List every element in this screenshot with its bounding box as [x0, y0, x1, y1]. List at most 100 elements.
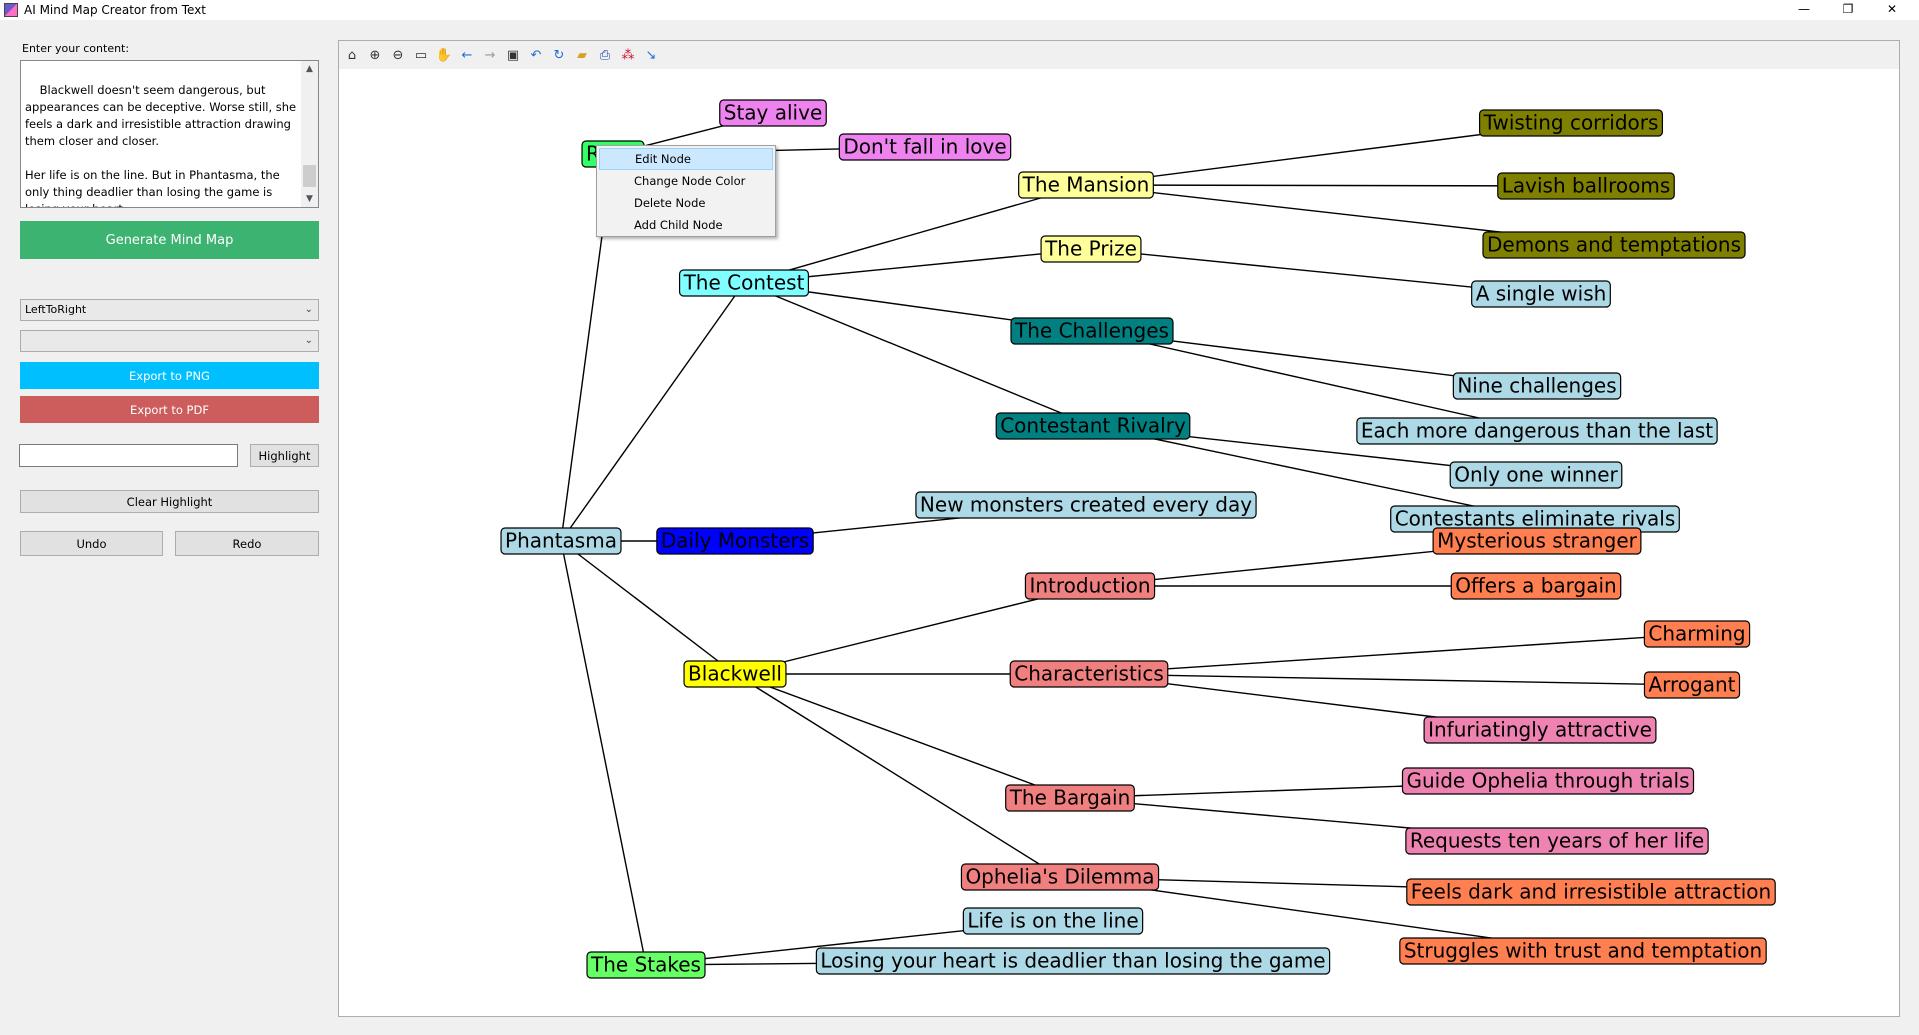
highlight-input[interactable]	[19, 444, 238, 467]
edge-contest-rivalry	[743, 282, 1094, 427]
close-icon[interactable]: ✕	[1886, 2, 1898, 16]
layout-icon[interactable]: ⁂	[621, 47, 635, 63]
node-infuriating[interactable]: Infuriatingly attractive	[1423, 716, 1657, 744]
node-box	[1432, 527, 1642, 555]
node-box	[1449, 461, 1623, 489]
node-label: The Contest	[683, 271, 805, 295]
open-folder-icon[interactable]: ▰	[577, 47, 587, 63]
zoom-out-icon[interactable]: ⊖	[392, 47, 404, 63]
node-characteristics[interactable]: Characteristics	[1009, 660, 1169, 688]
minimize-icon[interactable]: —	[1798, 2, 1810, 16]
pan-icon[interactable]: ✋	[435, 47, 453, 63]
edge-phantasma-blackwell	[560, 540, 736, 675]
context-menu-edit-node[interactable]: Edit Node	[599, 148, 773, 170]
node-label: Feels dark and irresistible attraction	[1411, 880, 1771, 904]
node-phantasma[interactable]: Phantasma	[500, 527, 622, 555]
node-prize[interactable]: The Prize	[1040, 235, 1142, 263]
back-icon[interactable]: ←	[461, 47, 473, 63]
forward-icon[interactable]: →	[484, 47, 496, 63]
node-box	[1405, 827, 1709, 855]
content-textarea[interactable]: Blackwell doesn't seem dangerous, but ap…	[20, 60, 319, 208]
node-nine[interactable]: Nine challenges	[1452, 372, 1622, 400]
node-box	[1010, 317, 1174, 345]
node-stakes[interactable]: The Stakes	[586, 951, 706, 979]
node-ballrooms[interactable]: Lavish ballrooms	[1497, 172, 1675, 200]
node-bargain[interactable]: The Bargain	[1005, 784, 1135, 812]
node-life_line[interactable]: Life is on the line	[962, 907, 1144, 935]
node-label: Introduction	[1029, 574, 1150, 598]
node-feels_dark[interactable]: Feels dark and irresistible attraction	[1406, 878, 1776, 906]
node-one_winner[interactable]: Only one winner	[1449, 461, 1623, 489]
export-png-button[interactable]: Export to PNG	[20, 362, 319, 389]
maximize-icon[interactable]: ❐	[1842, 2, 1854, 16]
home-icon[interactable]: ⌂	[347, 47, 357, 63]
node-demons[interactable]: Demons and temptations	[1482, 231, 1746, 259]
scroll-down-icon[interactable]: ▼	[306, 194, 313, 204]
node-charming[interactable]: Charming	[1643, 620, 1751, 648]
edge-phantasma-contest	[560, 282, 745, 542]
node-stranger[interactable]: Mysterious stranger	[1432, 527, 1642, 555]
undo-view-icon[interactable]: ↶	[530, 47, 542, 63]
save-icon[interactable]: ▣	[506, 47, 520, 63]
zoom-rect-icon[interactable]: ▭	[414, 47, 428, 63]
node-bargain_offer[interactable]: Offers a bargain	[1450, 572, 1622, 600]
node-label: Contestants eliminate rivals	[1395, 507, 1676, 531]
node-twisting[interactable]: Twisting corridors	[1478, 109, 1664, 137]
node-label: Blackwell	[688, 662, 782, 686]
highlight-button[interactable]: Highlight	[250, 444, 319, 467]
node-new_monsters[interactable]: New monsters created every day	[915, 491, 1257, 519]
edge-contest-mansion	[743, 184, 1087, 284]
node-wish[interactable]: A single wish	[1471, 280, 1611, 308]
node-label: Requests ten years of her life	[1410, 829, 1704, 853]
undo-button[interactable]: Undo	[20, 531, 163, 556]
node-ten_years[interactable]: Requests ten years of her life	[1405, 827, 1709, 855]
node-guide[interactable]: Guide Ophelia through trials	[1401, 767, 1695, 795]
node-label: Demons and temptations	[1487, 233, 1741, 257]
print-icon[interactable]: ⎙	[599, 47, 611, 63]
node-box	[1452, 372, 1622, 400]
node-label: Contestant Rivalry	[1000, 414, 1186, 438]
node-rivalry[interactable]: Contestant Rivalry	[995, 412, 1191, 440]
node-daily[interactable]: Daily Monsters	[656, 527, 814, 555]
context-menu-delete-node[interactable]: Delete Node	[634, 196, 706, 210]
node-eliminate[interactable]: Contestants eliminate rivals	[1390, 505, 1680, 533]
node-challenges[interactable]: The Challenges	[1010, 317, 1174, 345]
pointer-icon[interactable]: ↘	[645, 47, 657, 63]
node-dont_fall[interactable]: Don't fall in love	[838, 133, 1012, 161]
scroll-thumb[interactable]	[303, 165, 316, 187]
node-box	[683, 660, 787, 688]
scroll-up-icon[interactable]: ▲	[306, 64, 313, 74]
context-menu-change-color[interactable]: Change Node Color	[634, 174, 746, 188]
chevron-down-icon: ⌄	[304, 335, 313, 346]
context-menu-add-child[interactable]: Add Child Node	[634, 218, 723, 232]
secondary-select[interactable]: ⌄	[20, 330, 319, 352]
textarea-scrollbar[interactable]: ▲ ▼	[301, 61, 318, 207]
zoom-in-icon[interactable]: ⊕	[369, 47, 381, 63]
node-intro[interactable]: Introduction	[1024, 572, 1156, 600]
node-arrogant[interactable]: Arrogant	[1643, 671, 1741, 699]
node-label: The Challenges	[1014, 319, 1169, 343]
redo-button[interactable]: Redo	[175, 531, 319, 556]
node-stay_alive[interactable]: Stay alive	[719, 99, 827, 127]
node-each_more[interactable]: Each more dangerous than the last	[1356, 417, 1718, 445]
node-contest[interactable]: The Contest	[678, 269, 810, 297]
node-label: A single wish	[1476, 282, 1607, 306]
node-struggles[interactable]: Struggles with trust and temptation	[1399, 937, 1767, 965]
refresh-icon[interactable]: ↻	[553, 47, 565, 63]
node-box	[960, 863, 1160, 891]
layout-select[interactable]: LeftToRight ⌄	[20, 299, 319, 321]
node-mansion[interactable]: The Mansion	[1018, 171, 1154, 199]
plot-toolbar: ⌂ ⊕ ⊖ ▭ ✋ ← → ▣ ↶ ↻ ▰ ⎙ ⁂ ↘	[339, 41, 1899, 69]
node-box	[500, 527, 622, 555]
export-pdf-button[interactable]: Export to PDF	[20, 396, 319, 423]
node-label: Twisting corridors	[1483, 111, 1659, 135]
node-label: Life is on the line	[967, 909, 1138, 933]
node-dilemma[interactable]: Ophelia's Dilemma	[960, 863, 1160, 891]
clear-highlight-button[interactable]: Clear Highlight	[20, 490, 319, 513]
node-label: Don't fall in love	[843, 135, 1006, 159]
generate-mind-map-button[interactable]: Generate Mind Map	[20, 221, 319, 259]
node-label: Mysterious stranger	[1437, 529, 1638, 553]
node-blackwell[interactable]: Blackwell	[683, 660, 787, 688]
node-losing_heart[interactable]: Losing your heart is deadlier than losin…	[815, 947, 1331, 975]
